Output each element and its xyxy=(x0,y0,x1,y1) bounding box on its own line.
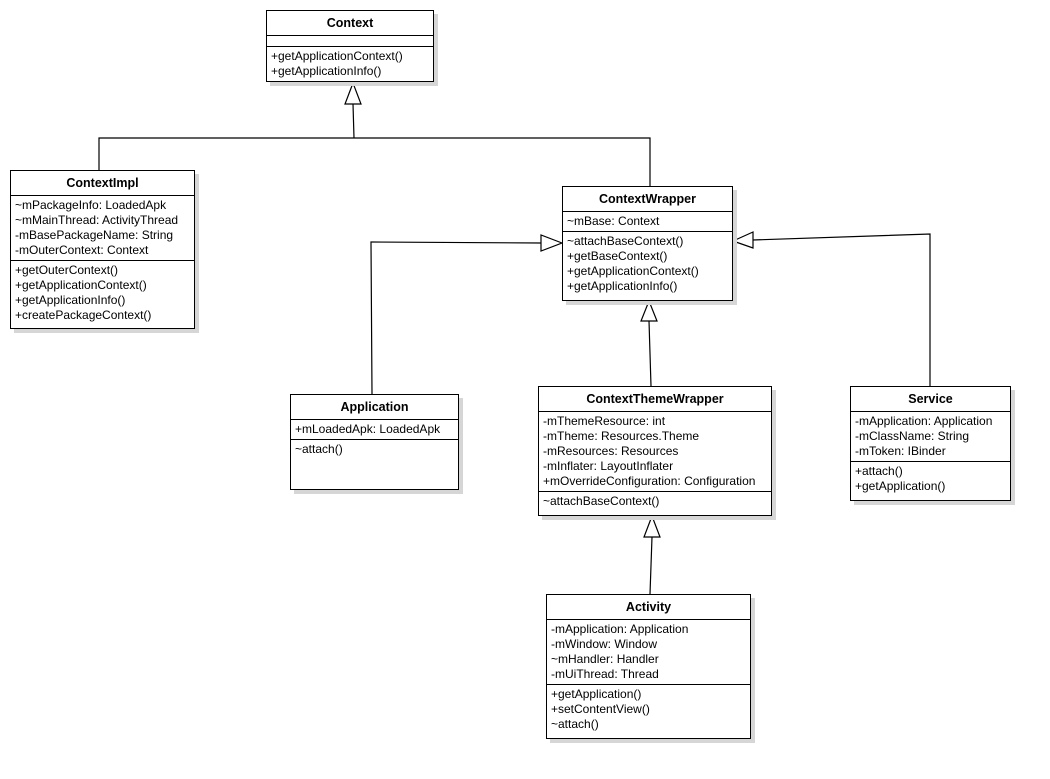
edge-contextimpl-to-context xyxy=(98,137,651,186)
class-context-name: Context xyxy=(267,11,433,36)
edge-context-trunk xyxy=(352,103,355,139)
attribute-line: -mThemeResource: int xyxy=(543,414,666,428)
class-context-attributes xyxy=(267,36,433,47)
method-line: ~attach() xyxy=(551,717,599,731)
edge-application-to-contextwrapper xyxy=(370,241,542,395)
attribute-line: ~mBase: Context xyxy=(567,214,660,228)
class-context[interactable]: Context +getApplicationContext() +getApp… xyxy=(266,10,434,82)
attribute-line: -mOuterContext: Context xyxy=(15,243,149,257)
class-contextwrapper-attributes: ~mBase: Context xyxy=(563,212,732,232)
inheritance-arrowhead-context xyxy=(344,81,362,105)
inheritance-arrowhead-contextwrapper-left xyxy=(540,234,564,252)
method-line: +getApplication() xyxy=(855,479,946,493)
method-line: ~attachBaseContext() xyxy=(567,234,684,248)
attribute-line: -mWindow: Window xyxy=(551,637,658,651)
class-contextwrapper-name: ContextWrapper xyxy=(563,187,732,212)
class-activity-name: Activity xyxy=(547,595,750,620)
attribute-line: -mClassName: String xyxy=(855,429,970,443)
method-line: +getApplicationInfo() xyxy=(15,293,126,307)
attribute-line: -mBasePackageName: String xyxy=(15,228,174,242)
method-line: +createPackageContext() xyxy=(15,308,152,322)
method-line: ~attach() xyxy=(295,442,343,456)
attribute-line: -mApplication: Application xyxy=(551,622,689,636)
class-context-methods: +getApplicationContext() +getApplication… xyxy=(267,47,433,81)
method-line: +getApplicationContext() xyxy=(271,49,403,63)
method-line: +getApplication() xyxy=(551,687,642,701)
class-contextthemewrapper-methods: ~attachBaseContext() xyxy=(539,492,771,511)
class-application[interactable]: Application +mLoadedApk: LoadedApk ~atta… xyxy=(290,394,459,490)
class-service-attributes: -mApplication: Application -mClassName: … xyxy=(851,412,1010,462)
method-line: +getApplicationInfo() xyxy=(567,279,678,293)
class-application-attributes: +mLoadedApk: LoadedApk xyxy=(291,420,458,440)
attribute-line: -mApplication: Application xyxy=(855,414,993,428)
attribute-line: +mLoadedApk: LoadedApk xyxy=(295,422,441,436)
class-contextwrapper[interactable]: ContextWrapper ~mBase: Context ~attachBa… xyxy=(562,186,733,301)
class-contextimpl-methods: +getOuterContext() +getApplicationContex… xyxy=(11,261,194,325)
method-line: +setContentView() xyxy=(551,702,650,716)
attribute-line: -mToken: IBinder xyxy=(855,444,946,458)
class-contextimpl[interactable]: ContextImpl ~mPackageInfo: LoadedApk ~mM… xyxy=(10,170,195,329)
method-line: +getApplicationContext() xyxy=(15,278,147,292)
class-application-methods: ~attach() xyxy=(291,440,458,459)
edge-service-to-contextwrapper xyxy=(752,233,931,386)
attribute-line: ~mMainThread: ActivityThread xyxy=(15,213,179,227)
method-line: +getOuterContext() xyxy=(15,263,119,277)
class-application-name: Application xyxy=(291,395,458,420)
class-service-name: Service xyxy=(851,387,1010,412)
class-contextimpl-name: ContextImpl xyxy=(11,171,194,196)
class-service[interactable]: Service -mApplication: Application -mCla… xyxy=(850,386,1011,501)
class-contextthemewrapper[interactable]: ContextThemeWrapper -mThemeResource: int… xyxy=(538,386,772,516)
inheritance-arrowhead-contextwrapper-bottom xyxy=(640,299,658,322)
attribute-line: ~mPackageInfo: LoadedApk xyxy=(15,198,167,212)
method-line: +getApplicationContext() xyxy=(567,264,699,278)
attribute-line: -mResources: Resources xyxy=(543,444,679,458)
method-line: +getApplicationInfo() xyxy=(271,64,382,78)
class-contextthemewrapper-attributes: -mThemeResource: int -mTheme: Resources.… xyxy=(539,412,771,492)
method-line: +getBaseContext() xyxy=(567,249,668,263)
method-line: ~attachBaseContext() xyxy=(543,494,660,508)
class-contextimpl-attributes: ~mPackageInfo: LoadedApk ~mMainThread: A… xyxy=(11,196,194,261)
attribute-line: -mTheme: Resources.Theme xyxy=(543,429,700,443)
attribute-line: +mOverrideConfiguration: Configuration xyxy=(543,474,756,488)
attribute-line: -mUiThread: Thread xyxy=(551,667,659,681)
class-activity-attributes: -mApplication: Application -mWindow: Win… xyxy=(547,620,750,685)
edge-contextthemewrapper-to-contextwrapper xyxy=(648,320,652,387)
inheritance-arrowhead-contextwrapper-right xyxy=(731,231,754,249)
class-contextwrapper-methods: ~attachBaseContext() +getBaseContext() +… xyxy=(563,232,732,296)
attribute-line: ~mHandler: Handler xyxy=(551,652,659,666)
class-contextthemewrapper-name: ContextThemeWrapper xyxy=(539,387,771,412)
inheritance-arrowhead-contextthemewrapper xyxy=(643,514,661,538)
edge-activity-to-contextthemewrapper xyxy=(649,536,653,595)
method-line: +attach() xyxy=(855,464,903,478)
class-activity-methods: +getApplication() +setContentView() ~att… xyxy=(547,685,750,734)
class-service-methods: +attach() +getApplication() xyxy=(851,462,1010,496)
class-activity[interactable]: Activity -mApplication: Application -mWi… xyxy=(546,594,751,739)
attribute-line: -mInflater: LayoutInflater xyxy=(543,459,674,473)
